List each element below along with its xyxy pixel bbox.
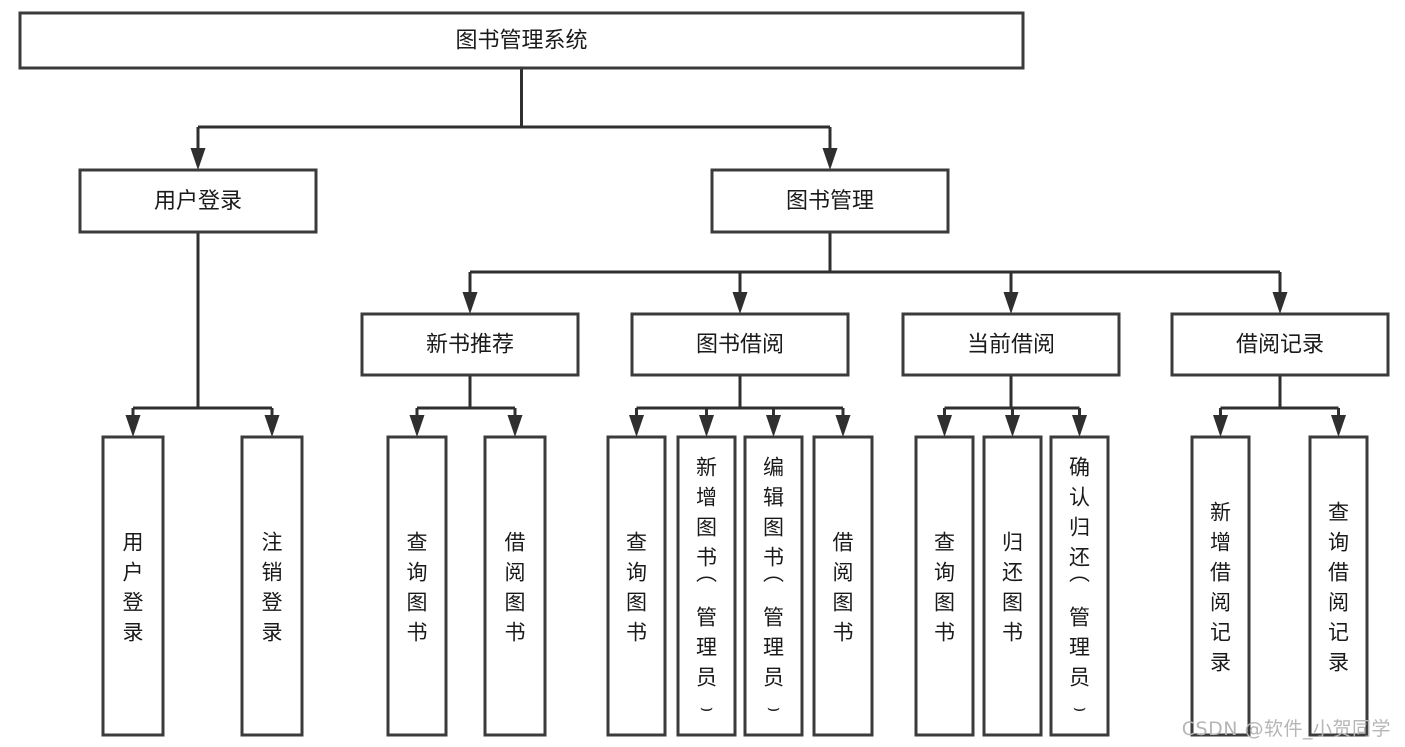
diagram-node[interactable]: 新书推荐 [360,312,580,377]
node-box[interactable] [18,11,1025,70]
node-label: 查询借阅记录 [1328,500,1349,674]
diagram-node[interactable]: 借阅图书 [483,435,547,737]
node-label: 图书借阅 [696,333,784,358]
diagram-node[interactable]: 注销登录 [240,435,304,737]
node-label: 确认归还⌒管理员⌣ [1069,455,1090,719]
connector-arrowhead [732,292,748,314]
node-label: 查询图书 [626,530,647,644]
node-box[interactable] [710,168,950,234]
node-label: 编辑图书⌒管理员⌣ [763,455,784,719]
node-label: 借阅记录 [1236,333,1324,358]
connector-arrowhead [125,415,141,437]
diagram-node[interactable]: 借阅图书 [812,435,874,737]
node-label: 当前借阅 [967,333,1055,358]
node-box[interactable] [1170,312,1390,377]
node-label: 新增图书⌒管理员⌣ [696,455,717,719]
node-box[interactable] [914,435,975,737]
connector-arrowhead [462,292,478,314]
connector-arrowhead [264,415,280,437]
connector-arrowhead [629,415,644,437]
node-label: 借阅图书 [505,530,526,644]
node-label: 归还图书 [1002,530,1023,644]
connector-arrowhead [1272,292,1288,314]
diagram-node[interactable]: 归还图书 [982,435,1043,737]
node-box[interactable] [1308,435,1369,737]
nodes-layer: 图书管理系统用户登录图书管理新书推荐图书借阅当前借阅借阅记录用户登录注销登录查询… [18,11,1390,737]
node-box[interactable] [812,435,874,737]
node-label: 注销登录 [262,530,283,644]
connector-arrowhead [766,415,781,437]
node-label: 查询图书 [407,530,428,644]
diagram-node[interactable]: 查询借阅记录 [1308,435,1369,737]
connector-arrowhead [1331,415,1346,437]
connector-arrowhead [507,415,523,437]
connectors-layer [125,68,1346,437]
node-label: 借阅图书 [833,530,854,644]
diagram-node[interactable]: 编辑图书⌒管理员⌣ [743,435,804,737]
node-box[interactable] [982,435,1043,737]
diagram-node[interactable]: 用户登录 [78,168,318,234]
node-label: 新增借阅记录 [1210,500,1231,674]
node-label: 查询图书 [934,530,955,644]
node-box[interactable] [101,435,165,737]
connector-arrowhead [1213,415,1228,437]
diagram-node[interactable]: 借阅记录 [1170,312,1390,377]
diagram-node[interactable]: 新增图书⌒管理员⌣ [676,435,737,737]
connector-arrowhead [835,415,851,437]
node-label: 新书推荐 [426,333,514,358]
node-box[interactable] [901,312,1121,377]
node-box[interactable] [483,435,547,737]
connector-arrowhead [190,148,206,170]
diagram-node[interactable]: 图书管理 [710,168,950,234]
node-box[interactable] [240,435,304,737]
node-box[interactable] [743,435,804,737]
node-box[interactable] [606,435,667,737]
connector-arrowhead [822,148,838,170]
connector-arrowhead [1072,415,1087,437]
connector-arrowhead [1003,292,1019,314]
node-box[interactable] [386,435,448,737]
diagram-node[interactable]: 图书借阅 [630,312,850,377]
diagram-node[interactable]: 图书管理系统 [18,11,1025,70]
diagram-node[interactable]: 新增借阅记录 [1190,435,1251,737]
node-label: 图书管理 [786,189,874,214]
node-label: 用户登录 [154,189,242,214]
node-box[interactable] [360,312,580,377]
node-box[interactable] [630,312,850,377]
connector-arrowhead [409,415,425,437]
diagram-node[interactable]: 用户登录 [101,435,165,737]
node-label: 图书管理系统 [455,29,587,54]
diagram-node[interactable]: 确认归还⌒管理员⌣ [1049,435,1110,737]
diagram-node[interactable]: 查询图书 [386,435,448,737]
node-box[interactable] [78,168,318,234]
diagram-node[interactable]: 当前借阅 [901,312,1121,377]
node-box[interactable] [1049,435,1110,737]
watermark-label: CSDN @软件_小贺同学 [1181,718,1391,740]
node-label: 用户登录 [123,530,144,644]
connector-arrowhead [937,415,952,437]
diagram-node[interactable]: 查询图书 [914,435,975,737]
connector-arrowhead [1005,415,1020,437]
connector-arrowhead [699,415,714,437]
diagram-node[interactable]: 查询图书 [606,435,667,737]
node-box[interactable] [676,435,737,737]
node-box[interactable] [1190,435,1251,737]
